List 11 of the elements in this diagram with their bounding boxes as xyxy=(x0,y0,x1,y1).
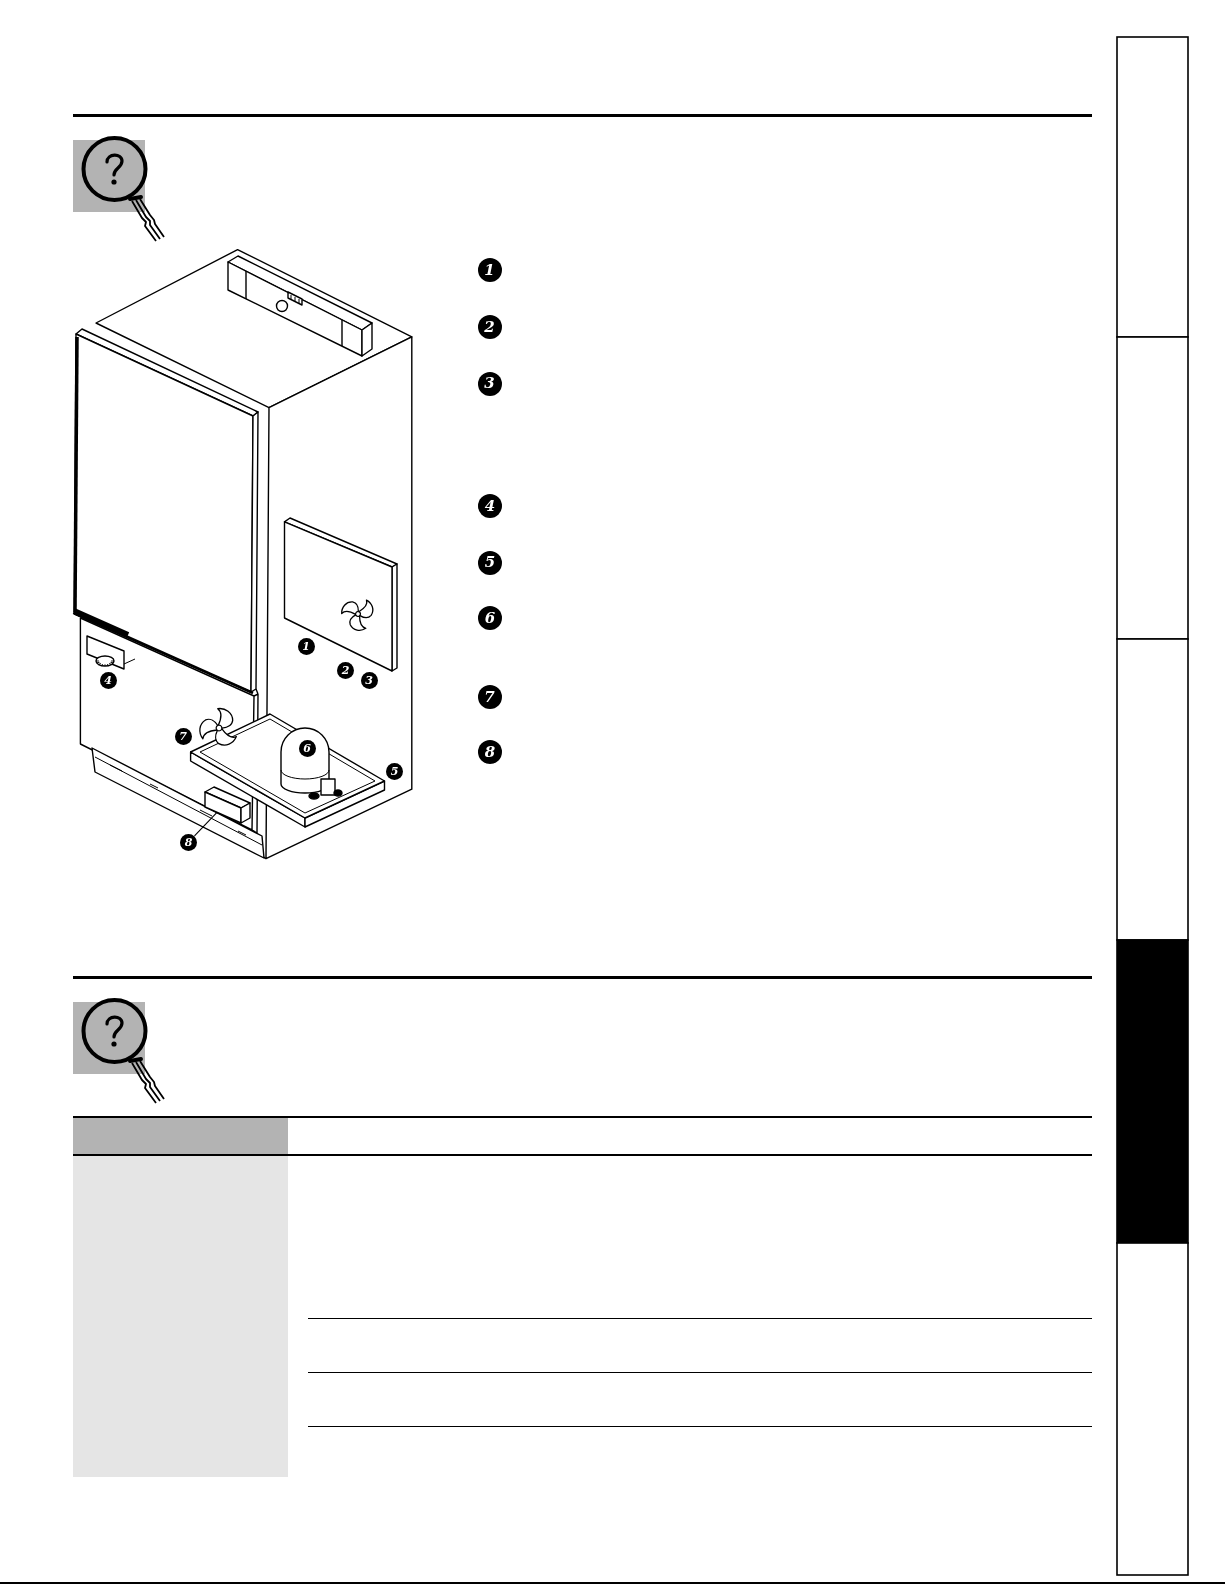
callout-number: 8 xyxy=(180,833,198,851)
callout-number: 4 xyxy=(478,494,502,518)
leader-line xyxy=(193,811,218,837)
callout-number: 3 xyxy=(477,371,502,396)
callout-number: 6 xyxy=(478,606,502,630)
callout-number: 1 xyxy=(477,258,502,282)
callout-number: 8 xyxy=(478,740,502,764)
callout-number: 5 xyxy=(478,550,502,575)
callout-number: 7 xyxy=(477,685,502,709)
callout-number: 2 xyxy=(477,315,502,339)
housing-block xyxy=(204,786,251,824)
